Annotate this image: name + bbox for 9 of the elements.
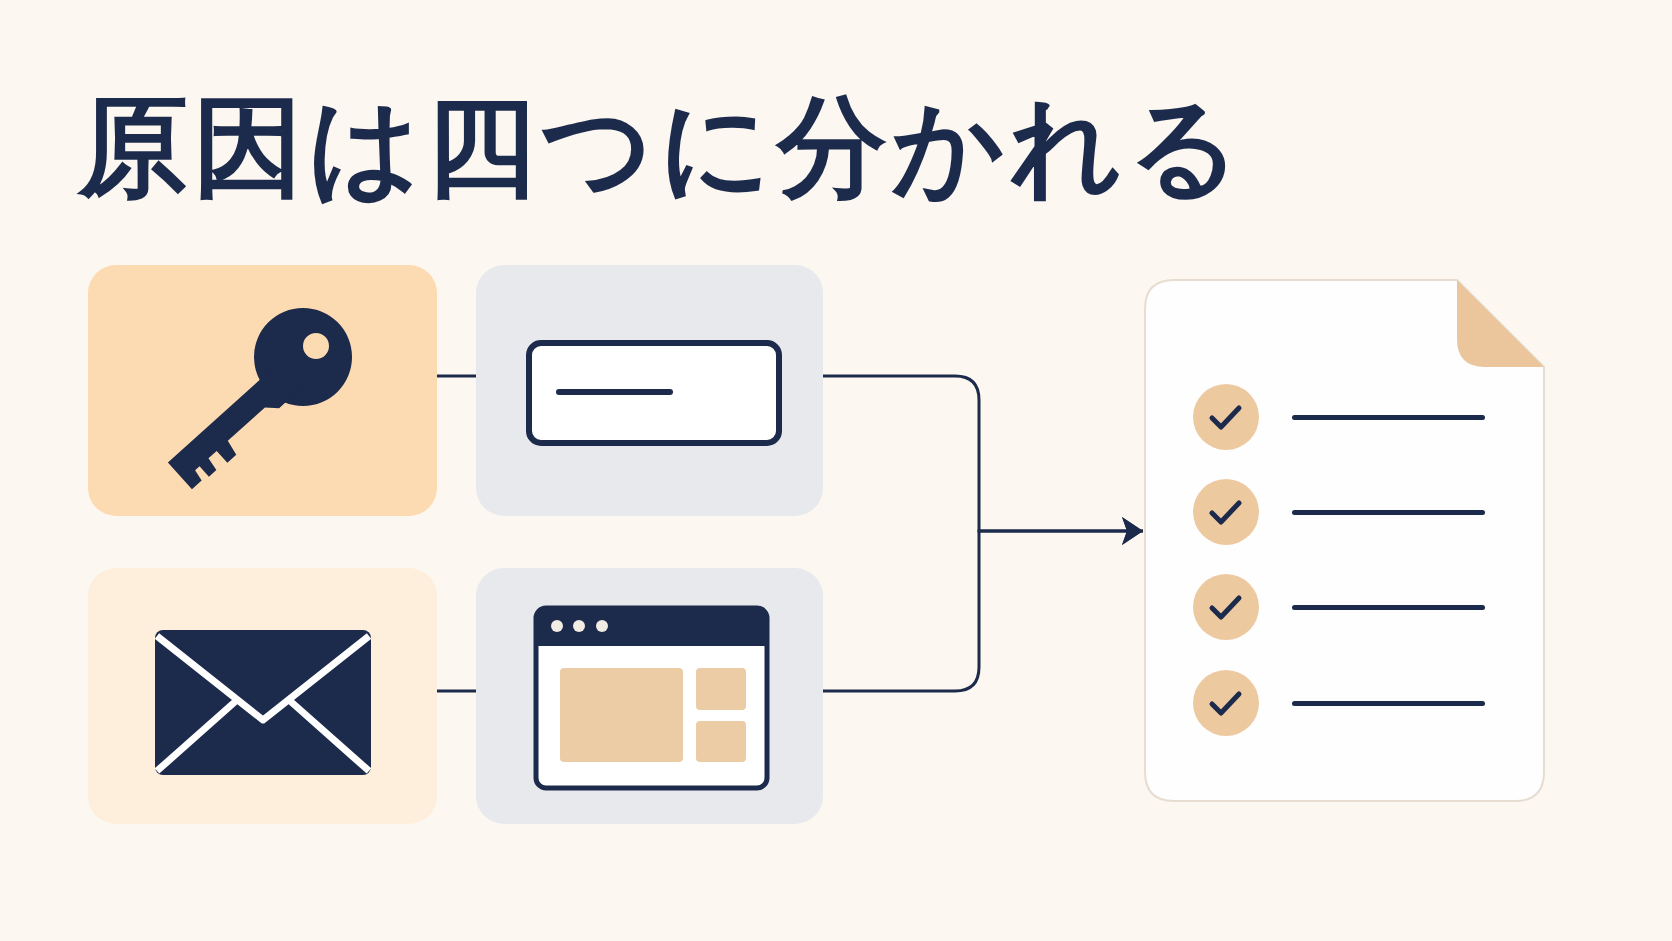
icon-tile [88,265,437,516]
title: 原因は四つに分かれる [78,86,1246,207]
connector-line [437,689,476,693]
icon-tile [476,568,823,824]
checklist-document [1144,279,1545,802]
icon-tile [88,568,437,824]
arrow [823,517,1143,693]
connector-line [437,374,476,378]
icon-tile [476,265,823,516]
